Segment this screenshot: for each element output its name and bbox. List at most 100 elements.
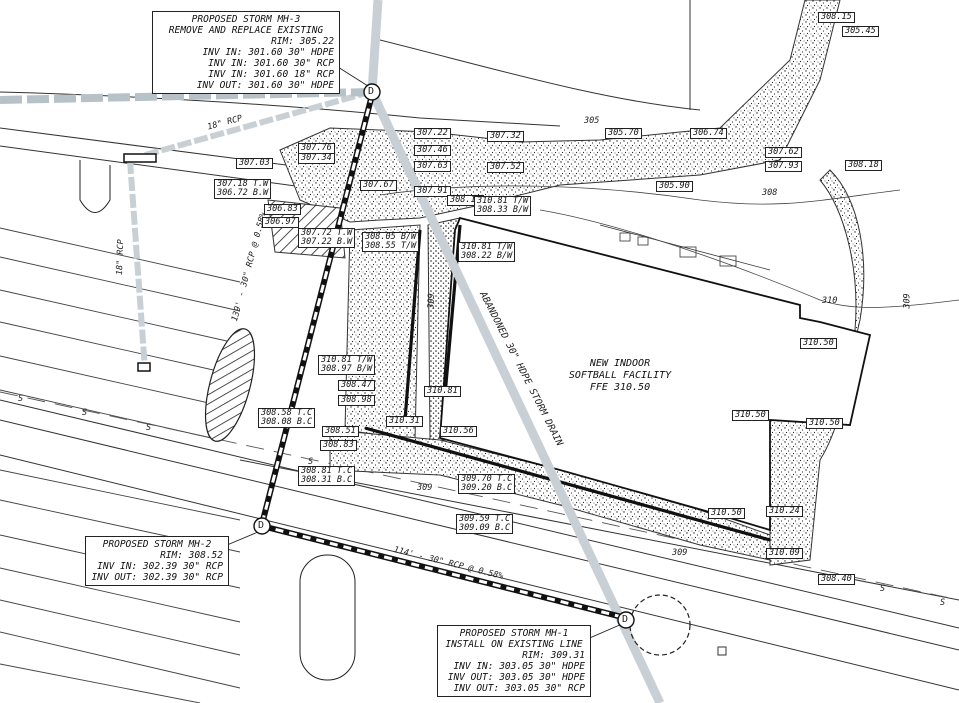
spot-elevation-tag[interactable]: 310.56: [440, 426, 477, 437]
contour-label: 310: [822, 296, 838, 306]
spot-elevation-value: 305.70: [608, 128, 639, 138]
spot-elevation-value: 308.40: [821, 574, 852, 584]
spot-elevation-tag[interactable]: 308.47: [338, 380, 375, 391]
spot-elevation-tag[interactable]: 308.98: [338, 395, 375, 406]
spot-elevation-tag[interactable]: 310.50: [732, 410, 769, 421]
spot-elevation-value: 310.81 T/W: [461, 242, 513, 252]
callout-line: INV OUT: 303.05 30" HDPE: [447, 672, 585, 683]
spot-elevation-tag[interactable]: 308.15: [818, 12, 855, 23]
sewer-mark: S: [18, 394, 24, 404]
spot-elevation-value: 308.05 B/W: [365, 232, 417, 242]
sanitary-sewer-line: [0, 391, 959, 601]
spot-elevation-tag[interactable]: 308.40: [818, 574, 855, 585]
spot-elevation-value: 307.63: [417, 161, 448, 171]
facility-line: SOFTBALL FACILITY: [568, 370, 672, 381]
callout-mh1[interactable]: PROPOSED STORM MH-1 INSTALL ON EXISTING …: [437, 625, 591, 697]
spot-elevation-tag[interactable]: 310.50: [806, 418, 843, 429]
proposed-30in-rcp: [259, 94, 627, 621]
spot-elevation-value: 307.32: [490, 131, 521, 141]
spot-elevation-value: 308.12: [450, 195, 481, 205]
spot-elevation-value: 307.34: [301, 153, 332, 163]
spot-elevation-tag[interactable]: 310.09: [766, 548, 803, 559]
spot-elevation-value: 307.76: [301, 143, 332, 153]
spot-elevation-value: 309.70 T.C: [461, 474, 513, 484]
spot-elevation-value: 307.46: [417, 145, 448, 155]
spot-elevation-tag[interactable]: 307.52: [487, 162, 524, 173]
spot-elevation-tag[interactable]: 306.83: [264, 204, 301, 215]
tree-symbol: [629, 594, 691, 656]
mh1-symbol[interactable]: D: [622, 614, 629, 625]
sewer-mark: S: [940, 598, 946, 608]
spot-elevation-value: 308.98: [341, 395, 372, 405]
spot-elevation-tag[interactable]: 308.18: [845, 160, 882, 171]
spot-elevation-tag[interactable]: 307.22: [414, 128, 451, 139]
contour-label: 305: [584, 116, 600, 126]
spot-elevation-tag[interactable]: 307.03: [236, 158, 273, 169]
spot-elevation-value: 305.45: [845, 26, 876, 36]
spot-elevation-tag[interactable]: 307.91: [414, 186, 451, 197]
spot-elevation-tag[interactable]: 307.93: [765, 161, 802, 172]
spot-elevation-tag[interactable]: 308.51: [322, 426, 359, 437]
spot-elevation-tag[interactable]: 308.83: [320, 440, 357, 451]
callout-line: PROPOSED STORM MH-1: [459, 628, 569, 639]
spot-elevation-tag[interactable]: 307.63: [414, 161, 451, 172]
sewer-mark: S: [82, 408, 88, 418]
spot-elevation-tag[interactable]: 307.32: [487, 131, 524, 142]
mh2-symbol[interactable]: D: [258, 520, 265, 531]
spot-elevation-value: 307.18 T.W: [217, 179, 269, 189]
callout-line: INV IN: 303.05 30" HDPE: [453, 661, 585, 672]
spot-elevation-tag[interactable]: 310.50: [800, 338, 837, 349]
spot-elevation-tag[interactable]: 310.50: [708, 508, 745, 519]
spot-elevation-value: 306.97: [265, 217, 296, 227]
spot-elevation-tag[interactable]: 307.46: [414, 145, 451, 156]
spot-elevation-tag[interactable]: 307.67: [360, 180, 397, 191]
spot-elevation-value: 306.72 B.W: [217, 188, 269, 198]
retaining-walls: [364, 224, 771, 542]
spot-elevation-tag[interactable]: 305.70: [605, 128, 642, 139]
spot-elevation-tag[interactable]: 307.34: [298, 153, 335, 164]
spot-elevation-tag[interactable]: 307.62: [765, 147, 802, 158]
building-interior: [599, 224, 771, 271]
pipe-label-18rcp-b: 18" RCP: [115, 239, 127, 276]
spot-elevation-value: 305.90: [659, 181, 690, 191]
mh3-symbol[interactable]: D: [368, 86, 375, 97]
spot-elevation-tag[interactable]: 306.74: [690, 128, 727, 139]
spot-elevation-tag[interactable]: 310.24: [766, 506, 803, 517]
callout-line: INV IN: 301.60 30" RCP: [208, 58, 334, 69]
callout-mh2[interactable]: PROPOSED STORM MH-2 RIM: 308.52 INV IN: …: [85, 536, 229, 586]
spot-elevation-tag[interactable]: 310.81: [424, 386, 461, 397]
parking-ovals: [79, 160, 356, 681]
facility-line: FFE 310.50: [589, 382, 651, 393]
spot-elevation-tag[interactable]: 306.97: [262, 217, 299, 228]
spot-elevation-value: 310.50: [809, 418, 840, 428]
callout-line: INV IN: 302.39 30" RCP: [97, 561, 223, 572]
small-pad: [717, 646, 727, 656]
spot-elevation-value: 310.81 T/W: [321, 355, 373, 365]
callout-line: INV IN: 301.60 18" RCP: [208, 69, 334, 80]
contour-label: 309: [672, 548, 688, 558]
spot-elevation-value: 308.55 T/W: [365, 241, 417, 251]
spot-elevation-value: 308.97 B/W: [321, 364, 373, 374]
spot-elevation-tag[interactable]: 305.90: [656, 181, 693, 192]
spot-elevation-value: 307.22: [417, 128, 448, 138]
spot-elevation-value: 308.47: [341, 380, 372, 390]
contour-label: 308: [762, 188, 778, 198]
spot-elevation-tag[interactable]: 305.45: [842, 26, 879, 37]
spot-elevation-value: 307.22 B.W: [301, 237, 353, 247]
spot-elevation-value: 307.52: [490, 162, 521, 172]
landscape-island: [204, 328, 256, 442]
spot-elevation-tag[interactable]: 310.31: [386, 416, 423, 427]
callout-mh3[interactable]: PROPOSED STORM MH-3 REMOVE AND REPLACE E…: [152, 11, 340, 94]
callout-line: PROPOSED STORM MH-3: [191, 14, 301, 25]
